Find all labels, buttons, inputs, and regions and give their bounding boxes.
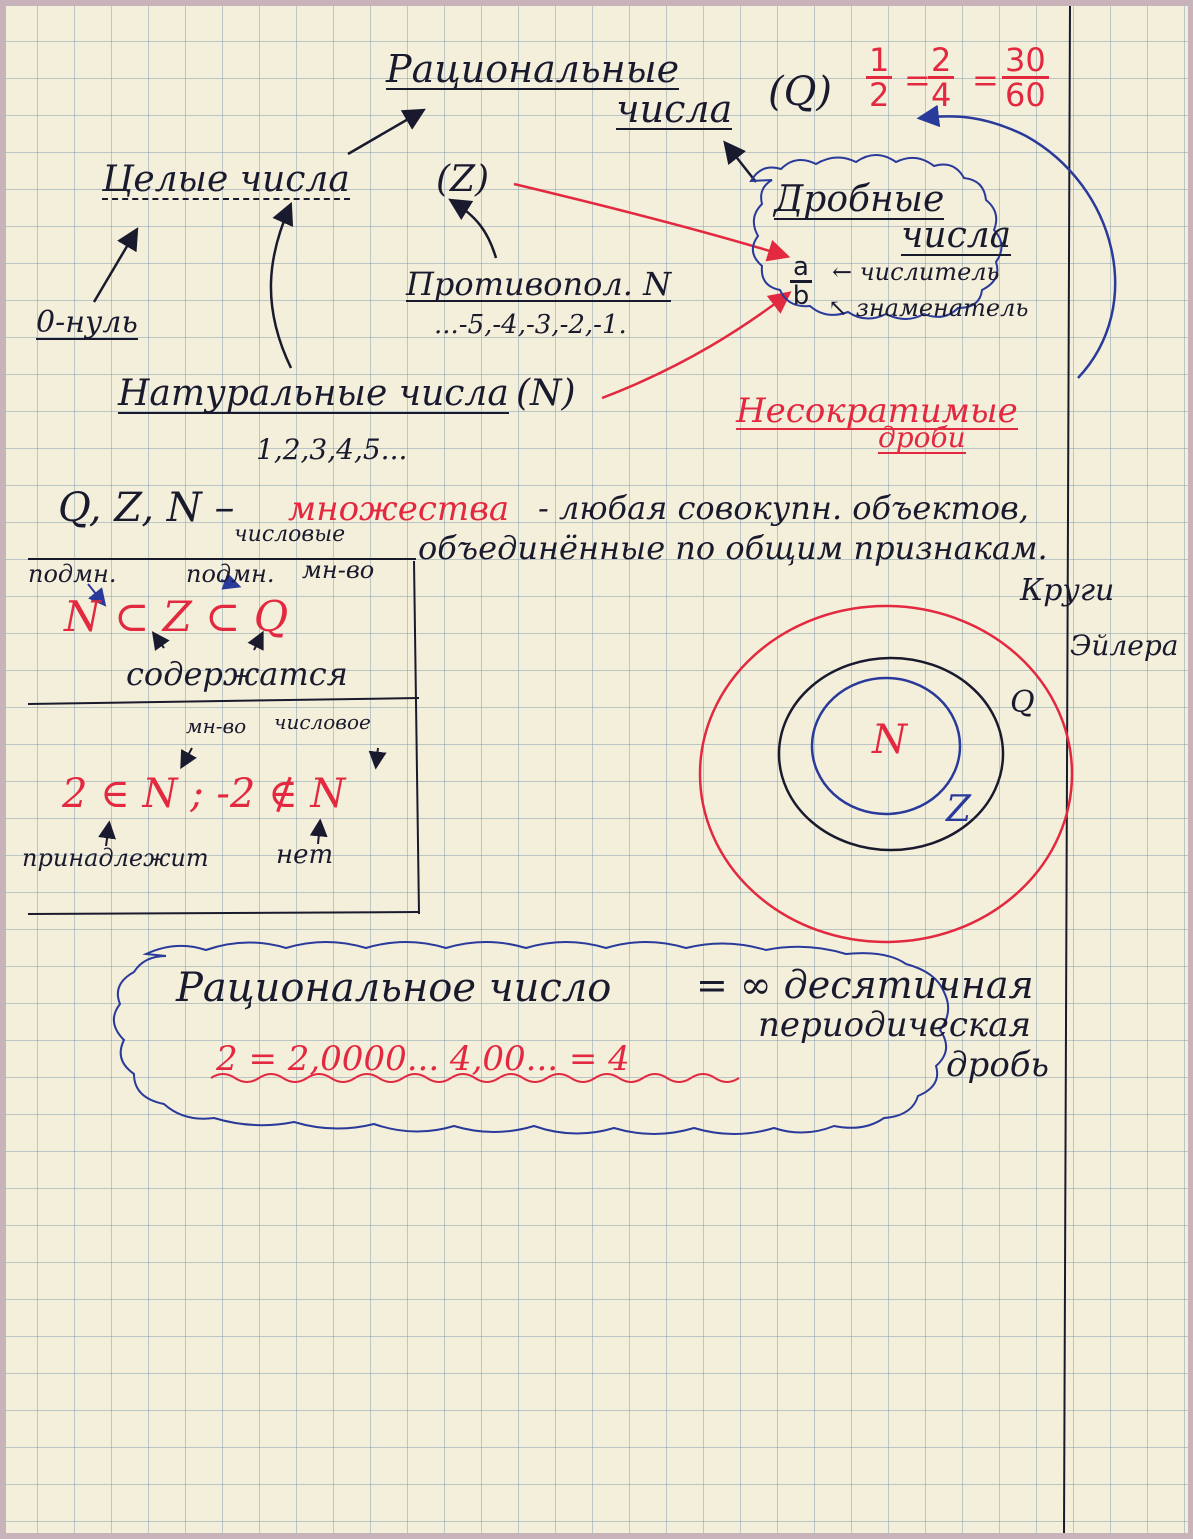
- box-top-line: [28, 558, 416, 560]
- fraction-thirty-sixtieths: 30 60: [1002, 44, 1049, 111]
- set2-label: мн-во: [186, 714, 247, 738]
- numerator-label: ← числитель: [832, 258, 1000, 286]
- not-label: нет: [276, 840, 334, 870]
- integers-label: Целые числа: [102, 159, 350, 200]
- box-middle-line: [27, 697, 420, 705]
- fractional-title-line1: Дробные: [774, 179, 945, 220]
- fraction-b: b: [792, 281, 810, 311]
- fraction-two-fourths: 2 4: [928, 44, 955, 114]
- arrow-contained-2: [247, 630, 264, 651]
- irreducible-line2: дроби: [878, 421, 966, 454]
- cloud-line2: периодическая: [758, 1005, 1031, 1045]
- belongs-label: принадлежит: [22, 844, 209, 872]
- euler-circle-n: [810, 676, 962, 816]
- arrow-set2: [180, 747, 197, 770]
- fraction-3-denominator: 60: [1005, 76, 1046, 114]
- cloud-line1-left: Рациональное число: [176, 965, 612, 1011]
- irreducible-line1: Несократимые: [736, 391, 1018, 431]
- arrow-contained-1: [151, 631, 170, 651]
- fraction-3-numerator: 30: [1002, 44, 1049, 79]
- set-label: мн-во: [302, 556, 375, 584]
- example-wavy-underline: [210, 1073, 740, 1083]
- arrow-sub2: [220, 572, 242, 590]
- arrow-integers-to-rational: [347, 108, 426, 156]
- arrow-fractional-to-rational-blue: [916, 104, 1117, 379]
- opposite-sequence: ...-5,-4,-3,-2,-1.: [434, 310, 627, 340]
- arrow-not: [309, 818, 328, 845]
- rational-symbol: (Q): [768, 69, 833, 115]
- euler-label-n: N: [872, 717, 907, 763]
- fraction-2-numerator: 2: [928, 44, 955, 79]
- natural-sequence: 1,2,3,4,5...: [256, 433, 408, 466]
- arrow-fractional-to-rational: [723, 140, 757, 183]
- equals-1: =: [904, 61, 931, 99]
- fraction-a-over-b: a b: [790, 254, 812, 309]
- bottom-cloud-outline: [113, 941, 950, 1135]
- denominator-label: ↖ знаменатель: [828, 294, 1029, 322]
- sets-definition-line2: объединённые по общим признакам.: [418, 529, 1048, 567]
- fraction-1-numerator: 1: [866, 44, 893, 79]
- arrow-numeric2: [368, 747, 387, 770]
- inclusion-chain: N ⊂ Z ⊂ Q: [64, 592, 289, 641]
- box-bottom-line: [27, 911, 420, 915]
- arrow-opposite-to-integers: [448, 198, 498, 259]
- fraction-1-denominator: 2: [869, 76, 890, 114]
- arrow-integers-to-fraction: [513, 182, 791, 262]
- contained-label: содержатся: [126, 655, 348, 693]
- fraction-one-half: 1 2: [866, 44, 893, 114]
- natural-label: Натуральные числа: [118, 373, 509, 414]
- numeric2-label: числовое: [274, 710, 371, 734]
- integers-symbol: (Z): [436, 159, 490, 200]
- cloud-line1-right: = ∞ десятичная: [696, 963, 1034, 1007]
- drawing-layer: [27, 6, 1117, 1533]
- euler-label-z: Z: [946, 789, 972, 830]
- sub1-label: подмн.: [28, 560, 117, 588]
- notebook-page: Рациональные числа (Q) 1 2 = 2 4 = 30 60…: [6, 6, 1188, 1533]
- rational-title-line2: числа: [616, 87, 733, 131]
- sub2-label: подмн.: [186, 560, 275, 588]
- sets-prefix: Q, Z, N –: [58, 485, 235, 531]
- natural-symbol: (N): [516, 373, 576, 414]
- fraction-cloud-outline: [749, 154, 1003, 320]
- cloud-line3: дробь: [946, 1045, 1050, 1085]
- margin-line: [1063, 6, 1071, 1533]
- membership-expression: 2 ∈ N ; -2 ∉ N: [62, 771, 346, 817]
- arrow-natural-to-fraction: [601, 291, 792, 400]
- rational-title-line1: Рациональные: [386, 47, 680, 91]
- euler-label-q: Q: [1010, 685, 1035, 720]
- opposite-label: Противопол. N: [406, 265, 672, 303]
- fraction-a: a: [790, 254, 812, 283]
- euler-circle-q: [698, 604, 1074, 944]
- arrow-sub1: [87, 583, 107, 607]
- arrow-belongs: [98, 820, 116, 847]
- arrow-natural-to-integers: [269, 201, 294, 369]
- equals-2: =: [972, 61, 999, 99]
- box-right-edge: [413, 560, 420, 915]
- sets-definition-line1: - любая совокупн. объектов,: [538, 489, 1029, 527]
- zero-label: 0-нуль: [36, 305, 138, 340]
- euler-title-line1: Круги: [1020, 573, 1115, 608]
- cloud-example: 2 = 2,0000... 4,00... = 4: [216, 1039, 630, 1079]
- fractional-title-line2: числа: [901, 215, 1012, 256]
- euler-title-line2: Эйлера: [1070, 629, 1179, 662]
- euler-circle-z: [777, 656, 1005, 852]
- sets-keyword: множества: [288, 489, 510, 529]
- sets-numeric-label: числовые: [234, 522, 346, 547]
- fraction-2-denominator: 4: [931, 76, 952, 114]
- arrow-zero-to-integers: [92, 227, 139, 303]
